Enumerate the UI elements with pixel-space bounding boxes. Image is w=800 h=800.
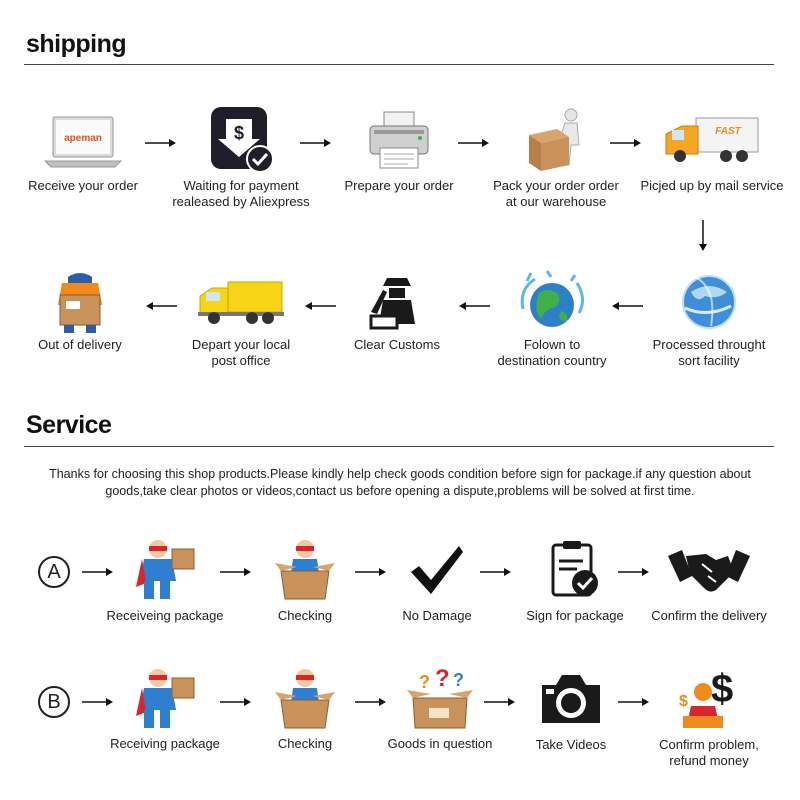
step-label: Receive your order bbox=[28, 178, 138, 193]
arrow-right-icon bbox=[618, 698, 649, 706]
hero-box-icon bbox=[230, 664, 380, 734]
service-title: Service bbox=[26, 411, 112, 439]
step-label: Receiving package bbox=[110, 736, 220, 751]
courier-icon bbox=[5, 267, 155, 337]
laptop-icon: apeman bbox=[8, 105, 158, 175]
arrow-right-icon bbox=[82, 568, 113, 576]
arrow-left-icon bbox=[612, 302, 643, 310]
arrow-right-icon bbox=[610, 139, 641, 147]
dollar-sign: $ bbox=[711, 667, 733, 711]
step-label: Take Videos bbox=[535, 737, 607, 752]
arrow-left-icon bbox=[305, 302, 336, 310]
printer-icon bbox=[324, 105, 474, 175]
step-label: Goods in question bbox=[387, 736, 493, 751]
hero-package-icon bbox=[90, 664, 240, 734]
arrow-right-icon bbox=[220, 568, 251, 576]
arrow-right-icon bbox=[458, 139, 489, 147]
clipboard-check-icon bbox=[500, 535, 650, 605]
truck-text: FAST bbox=[715, 126, 741, 137]
hero-box-icon bbox=[230, 535, 380, 605]
yellow-truck-icon bbox=[166, 267, 316, 337]
arrow-right-icon bbox=[145, 139, 176, 147]
payment-icon: $ bbox=[166, 105, 316, 175]
row-b-marker: B bbox=[38, 686, 70, 718]
arrow-right-icon bbox=[480, 568, 511, 576]
step-label: Picjed up by mail service bbox=[640, 178, 784, 193]
arrow-right-icon bbox=[484, 698, 515, 706]
support-agent-icon: $ $ bbox=[634, 664, 784, 734]
arrow-right-icon bbox=[82, 698, 113, 706]
shipping-divider bbox=[24, 64, 774, 65]
hero-package-icon bbox=[90, 535, 240, 605]
handshake-icon bbox=[634, 535, 784, 605]
question-mark-orange: ? bbox=[419, 672, 430, 692]
laptop-brand: apeman bbox=[64, 133, 102, 144]
arrow-right-icon bbox=[355, 568, 386, 576]
shipping-title: shipping bbox=[26, 30, 127, 58]
question-mark-blue: ? bbox=[453, 670, 464, 690]
question-box-icon: ? ? ? bbox=[365, 664, 515, 734]
arrow-right-icon bbox=[618, 568, 649, 576]
globe-icon bbox=[634, 267, 784, 337]
step-label: Out of delivery bbox=[38, 337, 122, 352]
dollar-sign-small: $ bbox=[679, 693, 688, 710]
arrow-left-icon bbox=[459, 302, 490, 310]
step-label: No Damage bbox=[402, 608, 472, 623]
question-mark-red: ? bbox=[435, 666, 450, 692]
arrow-right-icon bbox=[355, 698, 386, 706]
arrow-right-icon bbox=[300, 139, 331, 147]
step-label: Sign for package bbox=[526, 608, 624, 623]
step-label: Clear Customs bbox=[354, 337, 440, 352]
service-intro: Thanks for choosing this shop products.P… bbox=[49, 467, 751, 498]
step-label: Checking bbox=[277, 736, 333, 751]
step-label: Receiveing package bbox=[106, 608, 224, 623]
row-a-marker: A bbox=[38, 556, 70, 588]
splash-globe-icon bbox=[477, 267, 627, 337]
step-label: Confirm the delivery bbox=[651, 608, 767, 623]
checkmark-icon bbox=[362, 535, 512, 605]
customs-officer-icon bbox=[322, 267, 472, 337]
step-label: Prepare your order bbox=[344, 178, 454, 193]
step-label: Checking bbox=[277, 608, 333, 623]
packing-icon bbox=[481, 105, 631, 175]
fast-truck-icon: FAST bbox=[637, 105, 787, 175]
arrow-down-icon bbox=[699, 220, 707, 251]
svg-text:$: $ bbox=[234, 123, 244, 143]
step-label: Confirm problem,refund money bbox=[659, 737, 759, 768]
arrow-right-icon bbox=[220, 698, 251, 706]
camera-icon bbox=[496, 664, 646, 734]
service-divider bbox=[24, 446, 774, 447]
arrow-left-icon bbox=[146, 302, 177, 310]
